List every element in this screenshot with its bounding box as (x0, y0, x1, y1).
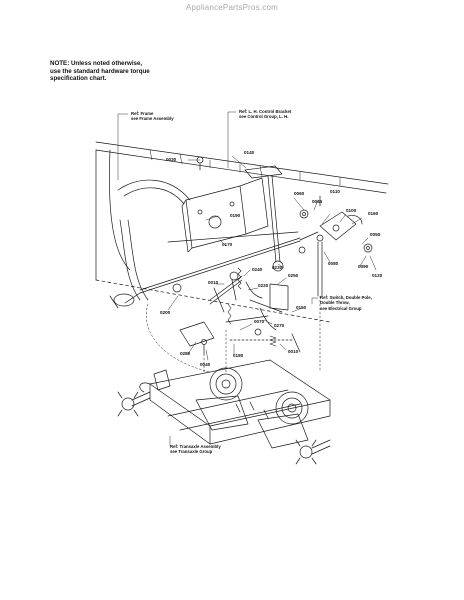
callout-0140: 0140 (244, 150, 255, 155)
pivot-assembly (299, 195, 373, 297)
callout-0200: 0200 (160, 310, 171, 315)
ref-switch: Ref: Switch, Double Pole, Double Throw, … (320, 295, 372, 311)
callout-0230: 0230 (272, 265, 283, 270)
callout-0070: 0070 (254, 319, 265, 324)
ref-control-bracket-line-2: see Control Group, L. H. (239, 114, 289, 120)
callout-0180: 0180 (233, 353, 244, 358)
springs-and-links (179, 271, 301, 353)
callout-0120: 0120 (372, 273, 383, 278)
callout-0100: 0100 (346, 208, 357, 213)
callout-0170: 0170 (222, 242, 233, 247)
ref-frame: Ref: Frame see Frame Assembly (131, 111, 174, 122)
callout-0090: 0090 (358, 264, 369, 269)
note-line-2: use the standard hardware torque (50, 67, 150, 75)
ref-frame-line-1: Ref: Frame (131, 111, 154, 116)
ref-transaxle: Ref: Transaxle Assembly see Transaxle Gr… (170, 444, 221, 455)
callout-0150: 0150 (296, 305, 307, 310)
fasteners (172, 156, 306, 355)
ref-frame-line-2: see Frame Assembly (131, 116, 174, 122)
transaxle-assembly (139, 359, 331, 449)
callout-0270: 0270 (274, 323, 285, 328)
site-watermark: AppliancePartsPros.com (186, 3, 278, 12)
reference-lines (146, 295, 321, 373)
ref-transaxle-line-1: Ref: Transaxle Assembly (170, 444, 221, 449)
ref-control-bracket-line-1: Ref: L. H. Control Bracket (239, 109, 292, 114)
callout-0050: 0050 (370, 232, 381, 237)
callout-0110: 0110 (330, 189, 340, 194)
callout-0250: 0250 (288, 273, 299, 278)
note-line-1: NOTE: Unless noted otherwise, (50, 60, 143, 67)
callout-0240: 0240 (252, 267, 263, 272)
callout-0040: 0040 (200, 362, 211, 367)
note-line-3: specification chart. (50, 75, 107, 83)
callout-0220: 0220 (258, 283, 269, 288)
ref-switch-line-2: Double Throw, (320, 300, 350, 306)
callout-0010: 0010 (208, 280, 219, 285)
callout-0030: 0030 (166, 157, 177, 162)
callout-0046: 0046 (312, 199, 323, 204)
springs (227, 267, 277, 347)
callout-0010-lower: 0010 (288, 349, 299, 354)
callout-0160: 0160 (368, 211, 379, 216)
callout-0080: 0080 (328, 261, 339, 266)
ref-control-bracket: Ref: L. H. Control Bracket see Control G… (239, 109, 291, 120)
ref-switch-line-3: see Electrical Group (320, 305, 362, 311)
control-bracket (181, 177, 269, 253)
callout-0060: 0060 (294, 191, 305, 196)
ref-switch-line-1: Ref: Switch, Double Pole, (320, 295, 372, 300)
linkage-rods (124, 231, 319, 304)
callout-0280: 0280 (180, 351, 191, 356)
ref-transaxle-line-2: see Transaxle Group (170, 449, 213, 455)
frame-left-curve (109, 219, 149, 309)
callout-0190: 0190 (230, 213, 241, 218)
leader-lines (117, 111, 377, 447)
torque-note: NOTE: Unless noted otherwise, use the st… (50, 60, 210, 83)
axle-hubs (117, 391, 331, 465)
